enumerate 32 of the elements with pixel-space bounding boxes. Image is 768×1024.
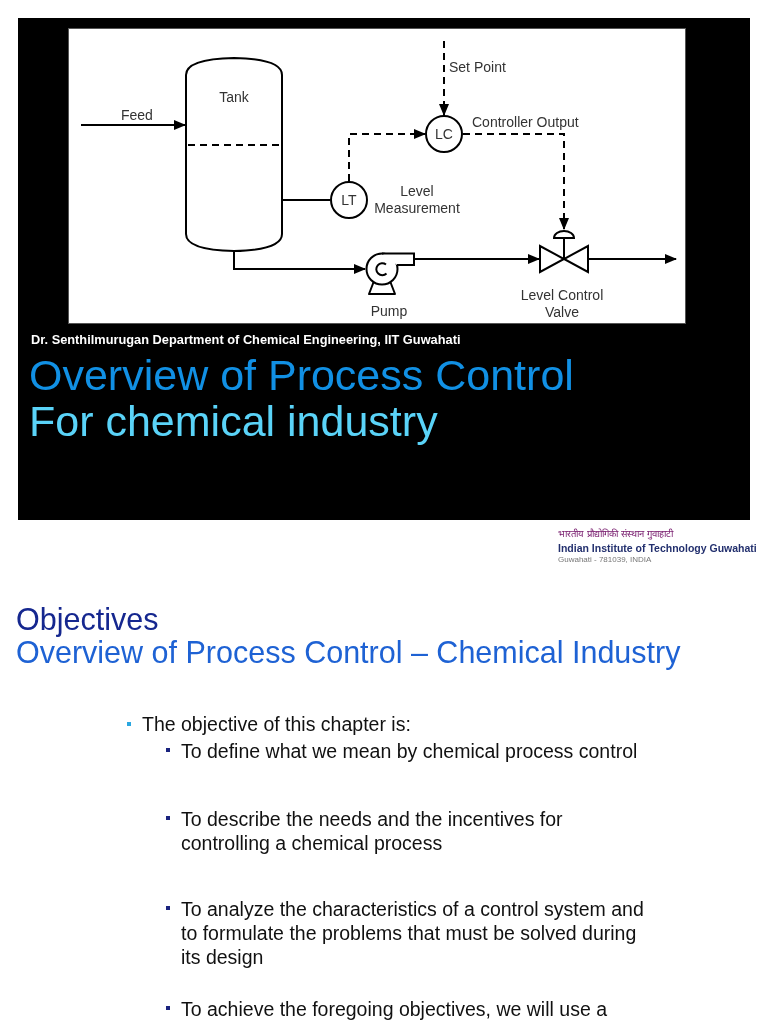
arrow xyxy=(588,254,677,264)
institute-name: Indian Institute of Technology Guwahati xyxy=(558,542,757,555)
arrow xyxy=(233,251,366,274)
arrow xyxy=(80,120,186,130)
node-caption: Level Control Valve xyxy=(519,287,605,321)
slide-heading: Objectives xyxy=(16,602,159,636)
edge-label: Set Point xyxy=(449,59,506,75)
node-caption: Level Measurement xyxy=(373,183,461,217)
dashed-arrow xyxy=(462,133,569,230)
slide-subtitle: For chemical industry xyxy=(29,398,438,444)
dashed-arrow xyxy=(348,129,426,182)
edge-label: Feed xyxy=(121,107,153,123)
edge-label: Controller Output xyxy=(472,114,579,130)
tank-vessel xyxy=(185,57,283,252)
pump-icon xyxy=(365,251,415,295)
bullet-text: To define what we mean by chemical process control xyxy=(181,739,639,763)
instrument-circle: LC xyxy=(425,115,463,153)
node-caption: Pump xyxy=(369,303,409,320)
pipe-line xyxy=(282,199,331,201)
bullet-text: The objective of this chapter is: xyxy=(142,712,411,736)
bullet-text: To describe the needs and the incentives for controlling a chemical process xyxy=(181,807,564,855)
bullet-text: To analyze the characteristics of a control system and to formulate the problems that must be solved during its design xyxy=(181,897,645,969)
dashed-arrow xyxy=(439,40,449,116)
bullet-text: To achieve the foregoing objectives, we will use a xyxy=(181,997,608,1021)
author-credit: Dr. Senthilmurugan Department of Chemical Engineering, IIT Guwahati xyxy=(31,332,461,347)
node-label: Tank xyxy=(218,89,250,105)
arrow xyxy=(414,254,540,264)
institute-address: Guwahati - 781039, INDIA xyxy=(558,555,652,565)
institute-name-hindi: भारतीय प्रौद्योगिकी संस्थान गुवाहाटी xyxy=(558,527,674,540)
slide-title: Overview of Process Control xyxy=(29,352,574,398)
control-valve-icon xyxy=(539,229,589,274)
instrument-circle: LT xyxy=(330,181,368,219)
